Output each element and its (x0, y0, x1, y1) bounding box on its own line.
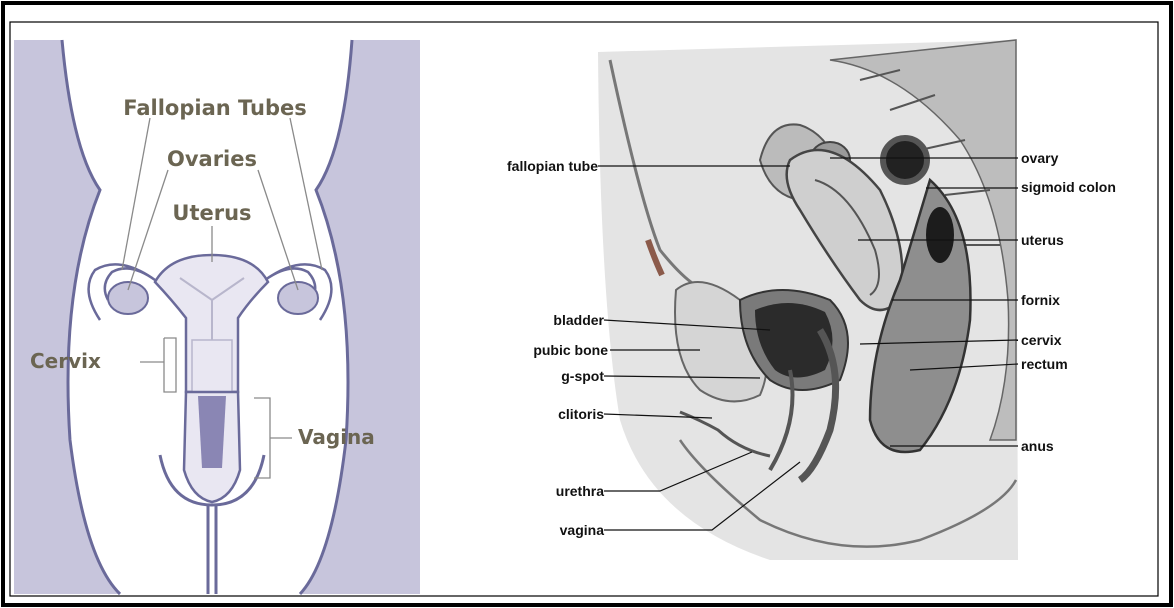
label-clitoris: clitoris (558, 406, 604, 422)
label-uterus: Uterus (172, 201, 251, 225)
fallopian-tubes-leader-left (122, 118, 150, 270)
label-fallopian-tube: fallopian tube (507, 158, 598, 174)
label-ovaries: Ovaries (167, 147, 257, 171)
label-fornix: fornix (1021, 292, 1060, 308)
vaginal-canal (198, 396, 226, 468)
left-ovary (108, 282, 148, 314)
left-uterus-diagram: Fallopian Tubes Ovaries Uterus Cervix Va… (14, 40, 420, 594)
leg-divide (208, 505, 216, 594)
label-anus: anus (1021, 438, 1054, 454)
left-hip-shading (14, 40, 120, 594)
label-g-spot: g-spot (561, 368, 604, 384)
cervix-shape (192, 340, 232, 392)
label-fallopian-tubes: Fallopian Tubes (123, 96, 307, 120)
label-bladder: bladder (553, 312, 604, 328)
label-sigmoid-colon: sigmoid colon (1021, 179, 1116, 195)
label-vagina-right: vagina (560, 522, 605, 538)
cervix-bracket (140, 338, 176, 392)
label-cervix-right: cervix (1021, 332, 1062, 348)
label-uterus-right: uterus (1021, 232, 1064, 248)
label-urethra: urethra (556, 483, 604, 499)
right-hip-shading (300, 40, 420, 594)
label-cervix: Cervix (30, 349, 101, 373)
right-ovary (278, 282, 318, 314)
label-pubic-bone: pubic bone (533, 342, 608, 358)
sigmoid-colon-shape (883, 138, 927, 182)
rectum-lumen (926, 207, 954, 263)
label-vagina: Vagina (298, 425, 375, 449)
label-ovary: ovary (1021, 150, 1059, 166)
label-rectum: rectum (1021, 356, 1068, 372)
right-sagittal-diagram: fallopian tube bladder pubic bone g-spot… (507, 40, 1116, 560)
